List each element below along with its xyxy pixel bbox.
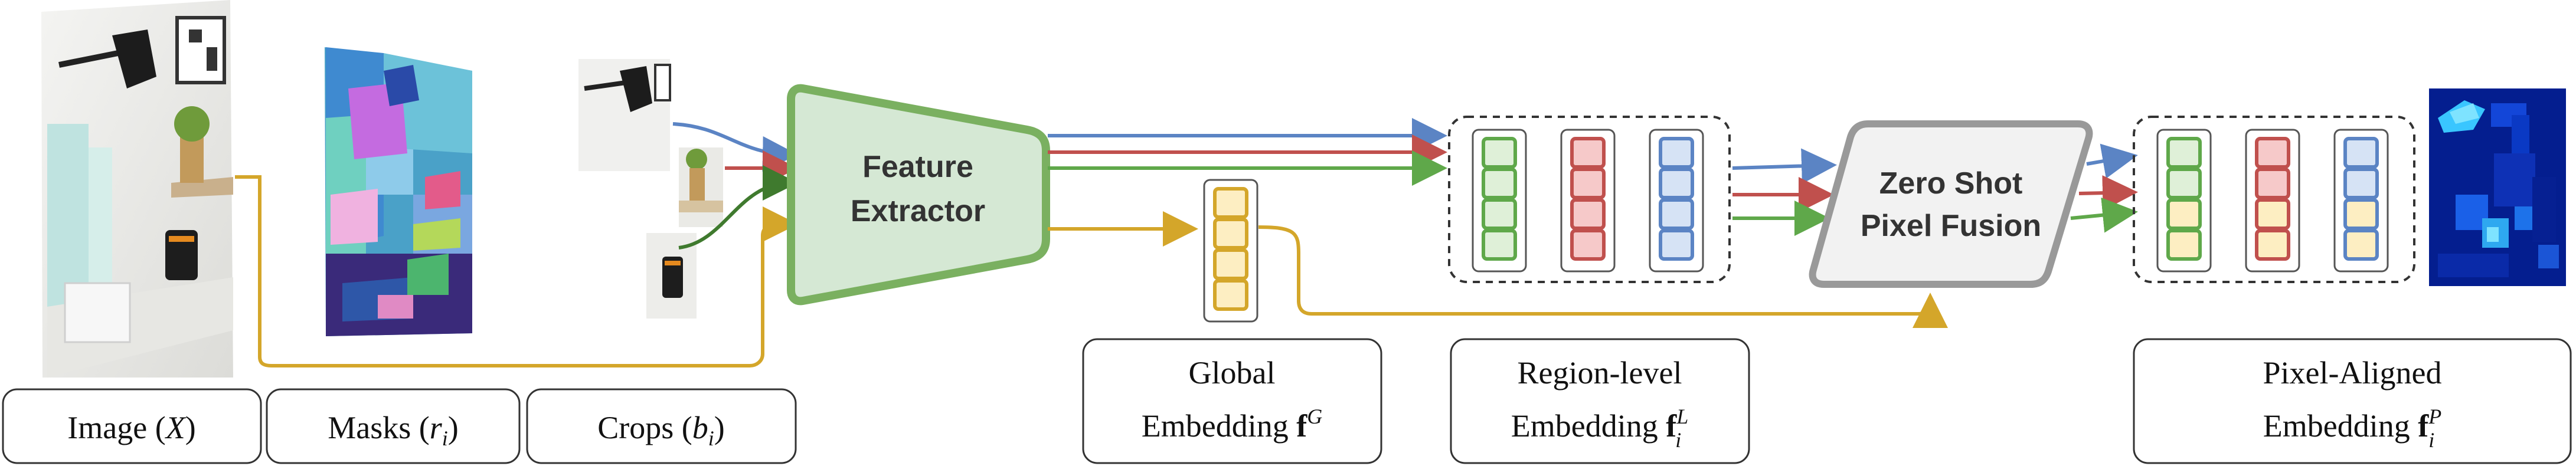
feature-extractor-label-2: Extractor xyxy=(851,194,985,228)
input-image xyxy=(41,0,233,378)
arrow-region-fusion-blue xyxy=(1732,148,1837,184)
image-label: Image (X) xyxy=(2,388,262,464)
zero-shot-label-1: Zero Shot xyxy=(1879,166,2023,201)
arrow-crop3-extractor xyxy=(678,165,798,250)
crop-thumbnail-2 xyxy=(679,147,723,227)
global-embedding-vector xyxy=(1203,179,1258,323)
svg-text:Pixel-Aligned: Pixel-Aligned xyxy=(2263,355,2442,390)
svg-text:Region-level: Region-level xyxy=(1518,355,1682,390)
arrow-image-extractor xyxy=(235,175,798,367)
arrow-fusion-pixel-red xyxy=(2078,175,2138,211)
svg-text:Masks (ri): Masks (ri) xyxy=(328,410,459,450)
zero-shot-pixel-fusion: Zero Shot Pixel Fusion xyxy=(1809,120,2093,288)
zero-shot-label-2: Pixel Fusion xyxy=(1861,209,2041,243)
global-embedding-label: Global Embedding fG xyxy=(1082,338,1382,464)
svg-text:Global: Global xyxy=(1189,355,1276,390)
output-feature-map xyxy=(2429,88,2566,286)
crop-thumbnail-1 xyxy=(578,59,671,171)
arrow-fusion-pixel-green xyxy=(2070,197,2138,233)
feature-extractor-label-1: Feature xyxy=(862,150,973,184)
region-embeddings xyxy=(1448,116,1731,283)
svg-text:Embedding fG: Embedding fG xyxy=(1142,405,1322,444)
masks-image xyxy=(325,47,472,336)
pixel-embeddings xyxy=(2133,116,2415,283)
feature-extractor: Feature Extractor xyxy=(787,84,1050,306)
svg-text:Image (X): Image (X) xyxy=(67,410,195,445)
svg-text:Embedding fPi: Embedding fPi xyxy=(2263,405,2441,452)
arrow-global-fusion xyxy=(1258,225,1948,329)
svg-text:Embedding fLi: Embedding fLi xyxy=(1511,405,1688,452)
crops-label: Crops (bi) xyxy=(526,388,797,464)
svg-text:Crops (bi): Crops (bi) xyxy=(597,410,725,450)
arrow-fusion-pixel-blue xyxy=(2086,143,2138,179)
masks-label: Masks (ri) xyxy=(266,388,521,464)
